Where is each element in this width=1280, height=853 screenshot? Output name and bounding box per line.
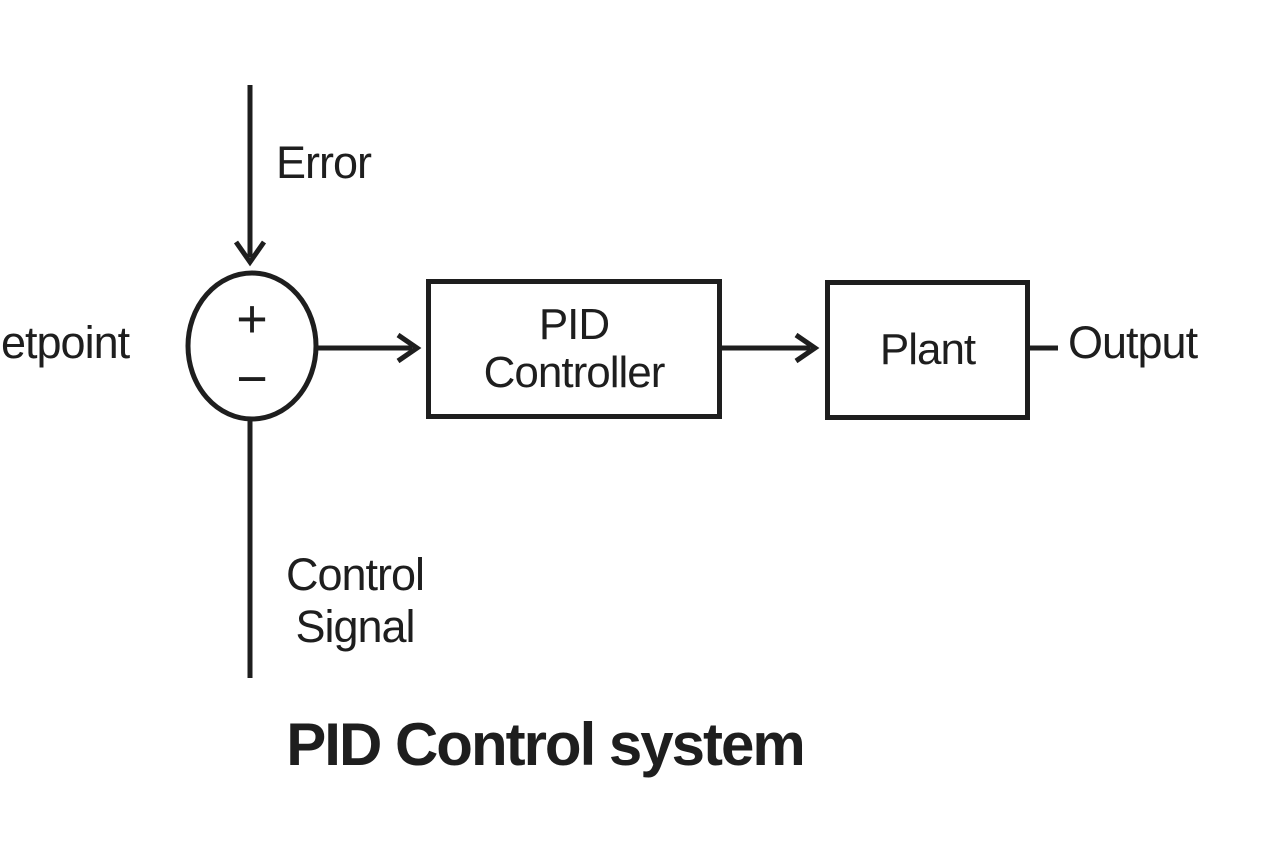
plant-block: Plant: [825, 280, 1030, 420]
arrowhead-right-icon: [396, 332, 422, 364]
minus-sign: −: [236, 349, 268, 409]
output-label: Output: [1068, 317, 1198, 368]
pid-controller-block: PID Controller: [426, 279, 722, 419]
diagram-title: PID Control system: [286, 711, 805, 778]
setpoint-label: etpoint: [1, 317, 130, 368]
arrowhead-down-icon: [233, 240, 267, 267]
control-signal-label: Control Signal: [285, 549, 425, 653]
error-label: Error: [276, 137, 372, 188]
arrowhead-right-icon: [794, 332, 820, 364]
plus-sign: +: [236, 289, 268, 349]
